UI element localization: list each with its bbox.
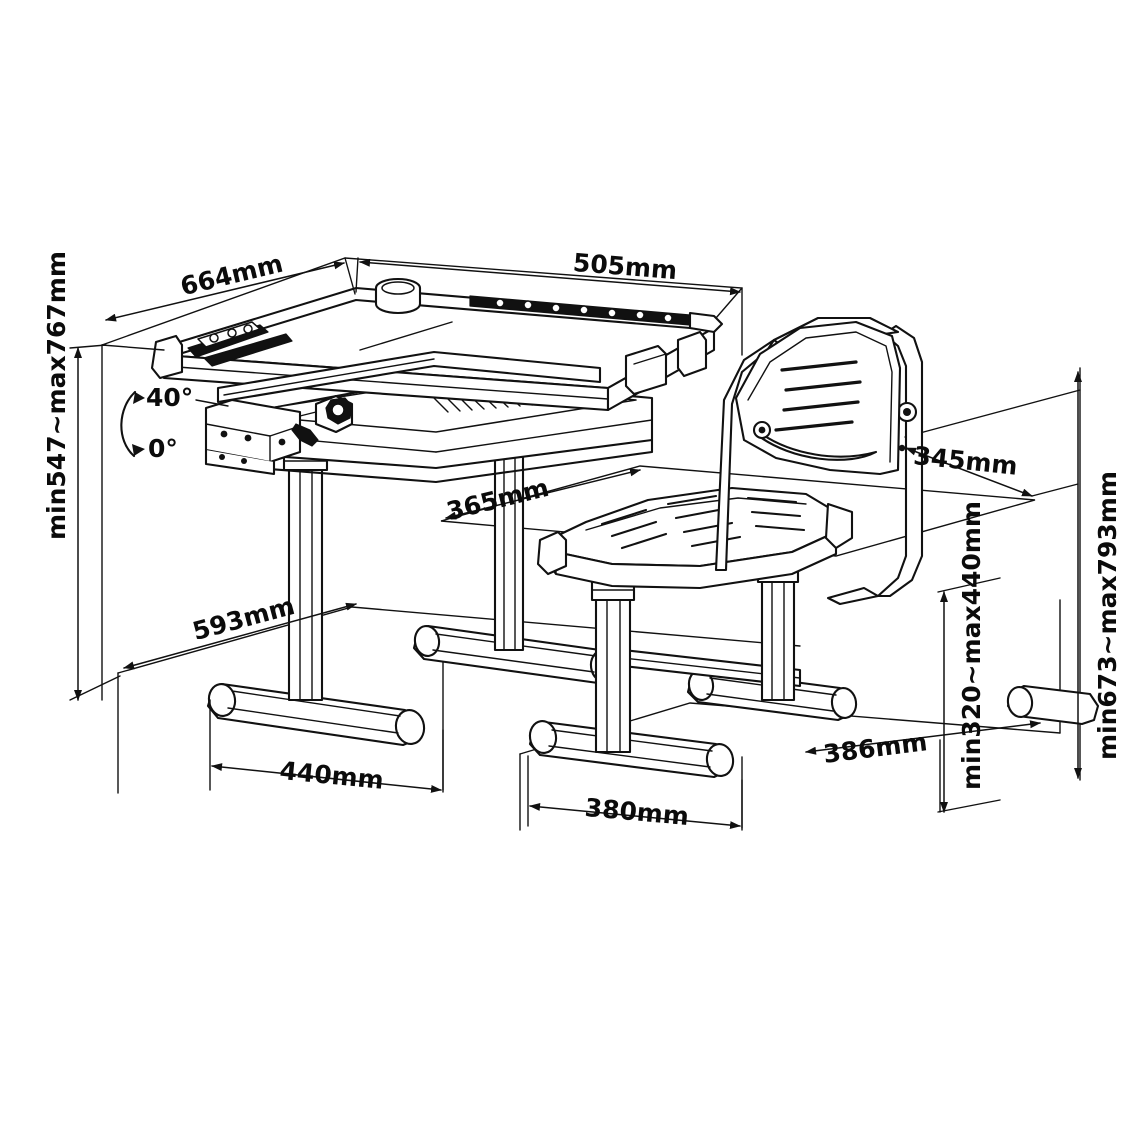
backrest-slots bbox=[774, 360, 862, 432]
pen-groove-left bbox=[187, 321, 293, 367]
pen-groove-back bbox=[469, 295, 691, 326]
angle-label-0deg: 0° bbox=[148, 434, 178, 463]
dim-593 bbox=[123, 602, 357, 670]
desk-assembly bbox=[150, 277, 724, 747]
chair-back-frame bbox=[714, 316, 924, 606]
desk-underframe-rail bbox=[216, 350, 602, 404]
angle-label-40deg: 40° bbox=[146, 383, 194, 412]
dim-desk-height bbox=[69, 344, 121, 701]
dim-505 bbox=[355, 257, 743, 319]
dim-386 bbox=[805, 720, 1041, 755]
desk-tilt-mechanism bbox=[204, 394, 354, 476]
dim-label-desk-height: min547~max767mm bbox=[42, 251, 71, 540]
cup-holder bbox=[374, 277, 422, 315]
dim-label-chair-seat-height: min320~max440mm bbox=[957, 501, 986, 790]
dim-380 bbox=[527, 755, 743, 830]
dim-664 bbox=[101, 257, 356, 351]
dimension-lines bbox=[69, 257, 1082, 830]
dim-label-chair-total-height: min673~max793mm bbox=[1093, 471, 1122, 760]
tilt-angle-indicator bbox=[120, 390, 229, 458]
dim-345 bbox=[905, 447, 1079, 497]
dim-label-505mm: 505mm bbox=[571, 248, 679, 286]
chair-leg-front bbox=[590, 568, 636, 754]
chair-seat bbox=[536, 486, 854, 590]
dim-365 bbox=[445, 468, 641, 520]
dim-chair-seat-height bbox=[937, 577, 1001, 813]
chair-assembly bbox=[528, 316, 1100, 779]
desk-foot bbox=[206, 624, 619, 747]
chair-backrest bbox=[734, 320, 902, 476]
dim-440 bbox=[209, 699, 444, 793]
